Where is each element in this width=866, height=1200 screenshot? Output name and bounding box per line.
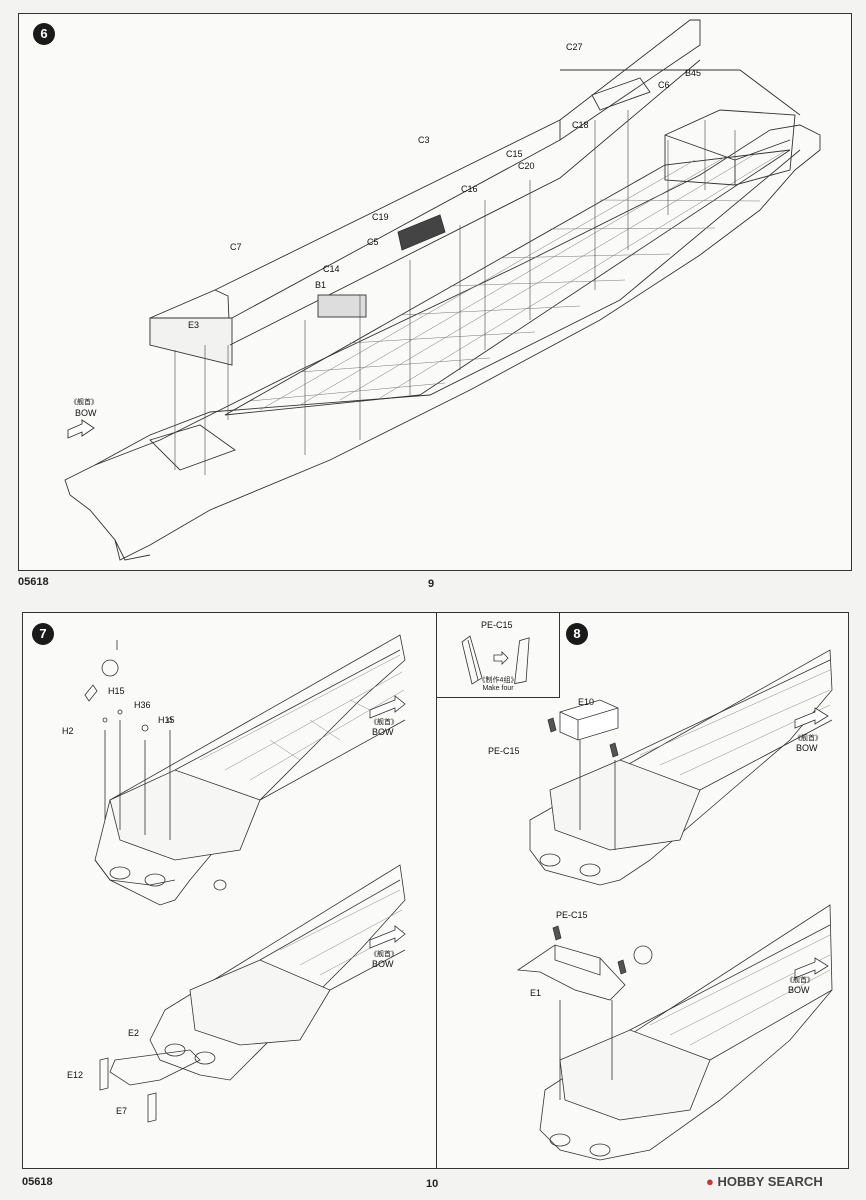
part-label-H36: H36	[134, 700, 151, 710]
step8-badge: 8	[566, 623, 588, 645]
part-label-E2: E2	[128, 1028, 140, 1038]
part-label-C18: C18	[572, 120, 589, 130]
part-label-C27: C27	[566, 42, 583, 52]
part-label-C16: C16	[461, 184, 478, 194]
bow-label-cn: 《舰首》	[70, 399, 98, 406]
watermark-logo-icon: ●	[706, 1174, 714, 1189]
step8-bow-en: BOW	[796, 743, 818, 753]
step7-bow-cn: 《舰首》	[370, 719, 398, 726]
step7-bow-cn-2: 《舰首》	[370, 951, 398, 958]
step8-bow-cn-2: 《舰首》	[786, 977, 814, 984]
part-label-E12: E12	[67, 1070, 84, 1080]
step7-badge: 7	[32, 623, 54, 645]
step6-panel	[18, 13, 852, 571]
part-label-H2: H2	[62, 726, 74, 736]
page-number-9: 9	[428, 578, 435, 590]
inset-part-label: PE-C15	[481, 620, 513, 630]
make-four-cn: 《制作4组》	[478, 677, 518, 684]
part-label-C14: C14	[323, 264, 340, 274]
part-label-C20: C20	[518, 161, 535, 171]
step8-bow-en-2: BOW	[788, 985, 810, 995]
part-label-C7: C7	[230, 242, 242, 252]
part-label-H15-b: H15	[158, 715, 175, 725]
step7-bow-en-2: BOW	[372, 959, 394, 969]
make-four-en: Make four	[482, 685, 514, 692]
part-label-B1: B1	[315, 280, 327, 290]
page-number-10: 10	[426, 1178, 439, 1190]
step7-panel	[22, 612, 438, 1169]
step8-bow-cn: 《舰首》	[794, 735, 822, 742]
step7-bow-en: BOW	[372, 727, 394, 737]
part-label-C6: C6	[658, 80, 670, 90]
part-label-PE-C15-b: PE-C15	[556, 910, 588, 920]
part-label-PE-C15-a: PE-C15	[488, 746, 520, 756]
part-label-E3: E3	[188, 320, 200, 330]
part-label-C3: C3	[418, 135, 430, 145]
part-label-E1: E1	[530, 988, 542, 998]
part-label-E7: E7	[116, 1106, 128, 1116]
part-label-H15-a: H15	[108, 686, 125, 696]
part-label-B45: B45	[685, 68, 702, 78]
hobby-search-watermark: ● HOBBY SEARCH	[706, 1174, 823, 1189]
watermark-text: HOBBY SEARCH	[717, 1174, 823, 1189]
product-code-bottom: 05618	[22, 1176, 53, 1188]
part-label-E10: E10	[578, 697, 595, 707]
part-label-C5: C5	[367, 237, 379, 247]
step6-badge: 6	[33, 23, 55, 45]
part-label-C19: C19	[372, 212, 389, 222]
part-label-C15: C15	[506, 149, 523, 159]
bow-label-en: BOW	[75, 408, 97, 418]
product-code-top: 05618	[18, 576, 49, 588]
